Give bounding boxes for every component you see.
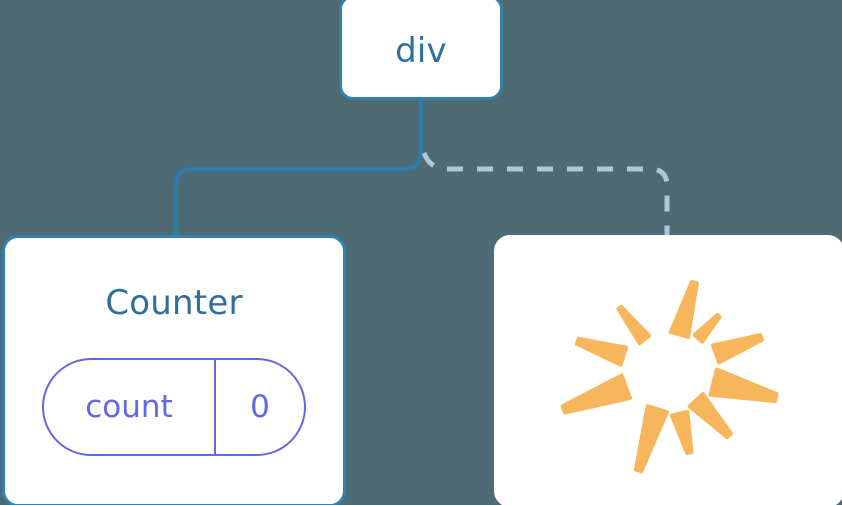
- edge-div-to-spark: [421, 152, 670, 238]
- node-counter[interactable]: Counter count 0: [2, 235, 346, 505]
- burst-ray-5: [687, 392, 733, 440]
- burst-ray-8: [560, 373, 632, 415]
- sparkle-burst-icon: [560, 279, 779, 474]
- node-div-label: div: [395, 30, 447, 71]
- state-pill-count[interactable]: count 0: [42, 358, 306, 456]
- edge-div-to-counter: [174, 100, 423, 238]
- burst-ray-2: [692, 313, 722, 344]
- state-pill-key: count: [44, 360, 216, 454]
- burst-ray-1: [668, 279, 699, 339]
- burst-ray-4: [708, 367, 779, 404]
- node-rerender-burst[interactable]: [494, 235, 842, 505]
- burst-ray-7: [633, 404, 669, 474]
- state-pill-value: 0: [250, 388, 270, 425]
- burst-ray-6: [669, 409, 694, 455]
- node-counter-label: Counter: [105, 283, 243, 323]
- burst-ray-9: [574, 336, 629, 367]
- burst-ray-3: [710, 333, 764, 365]
- burst-ray-10: [616, 304, 652, 346]
- node-div[interactable]: div: [339, 0, 503, 100]
